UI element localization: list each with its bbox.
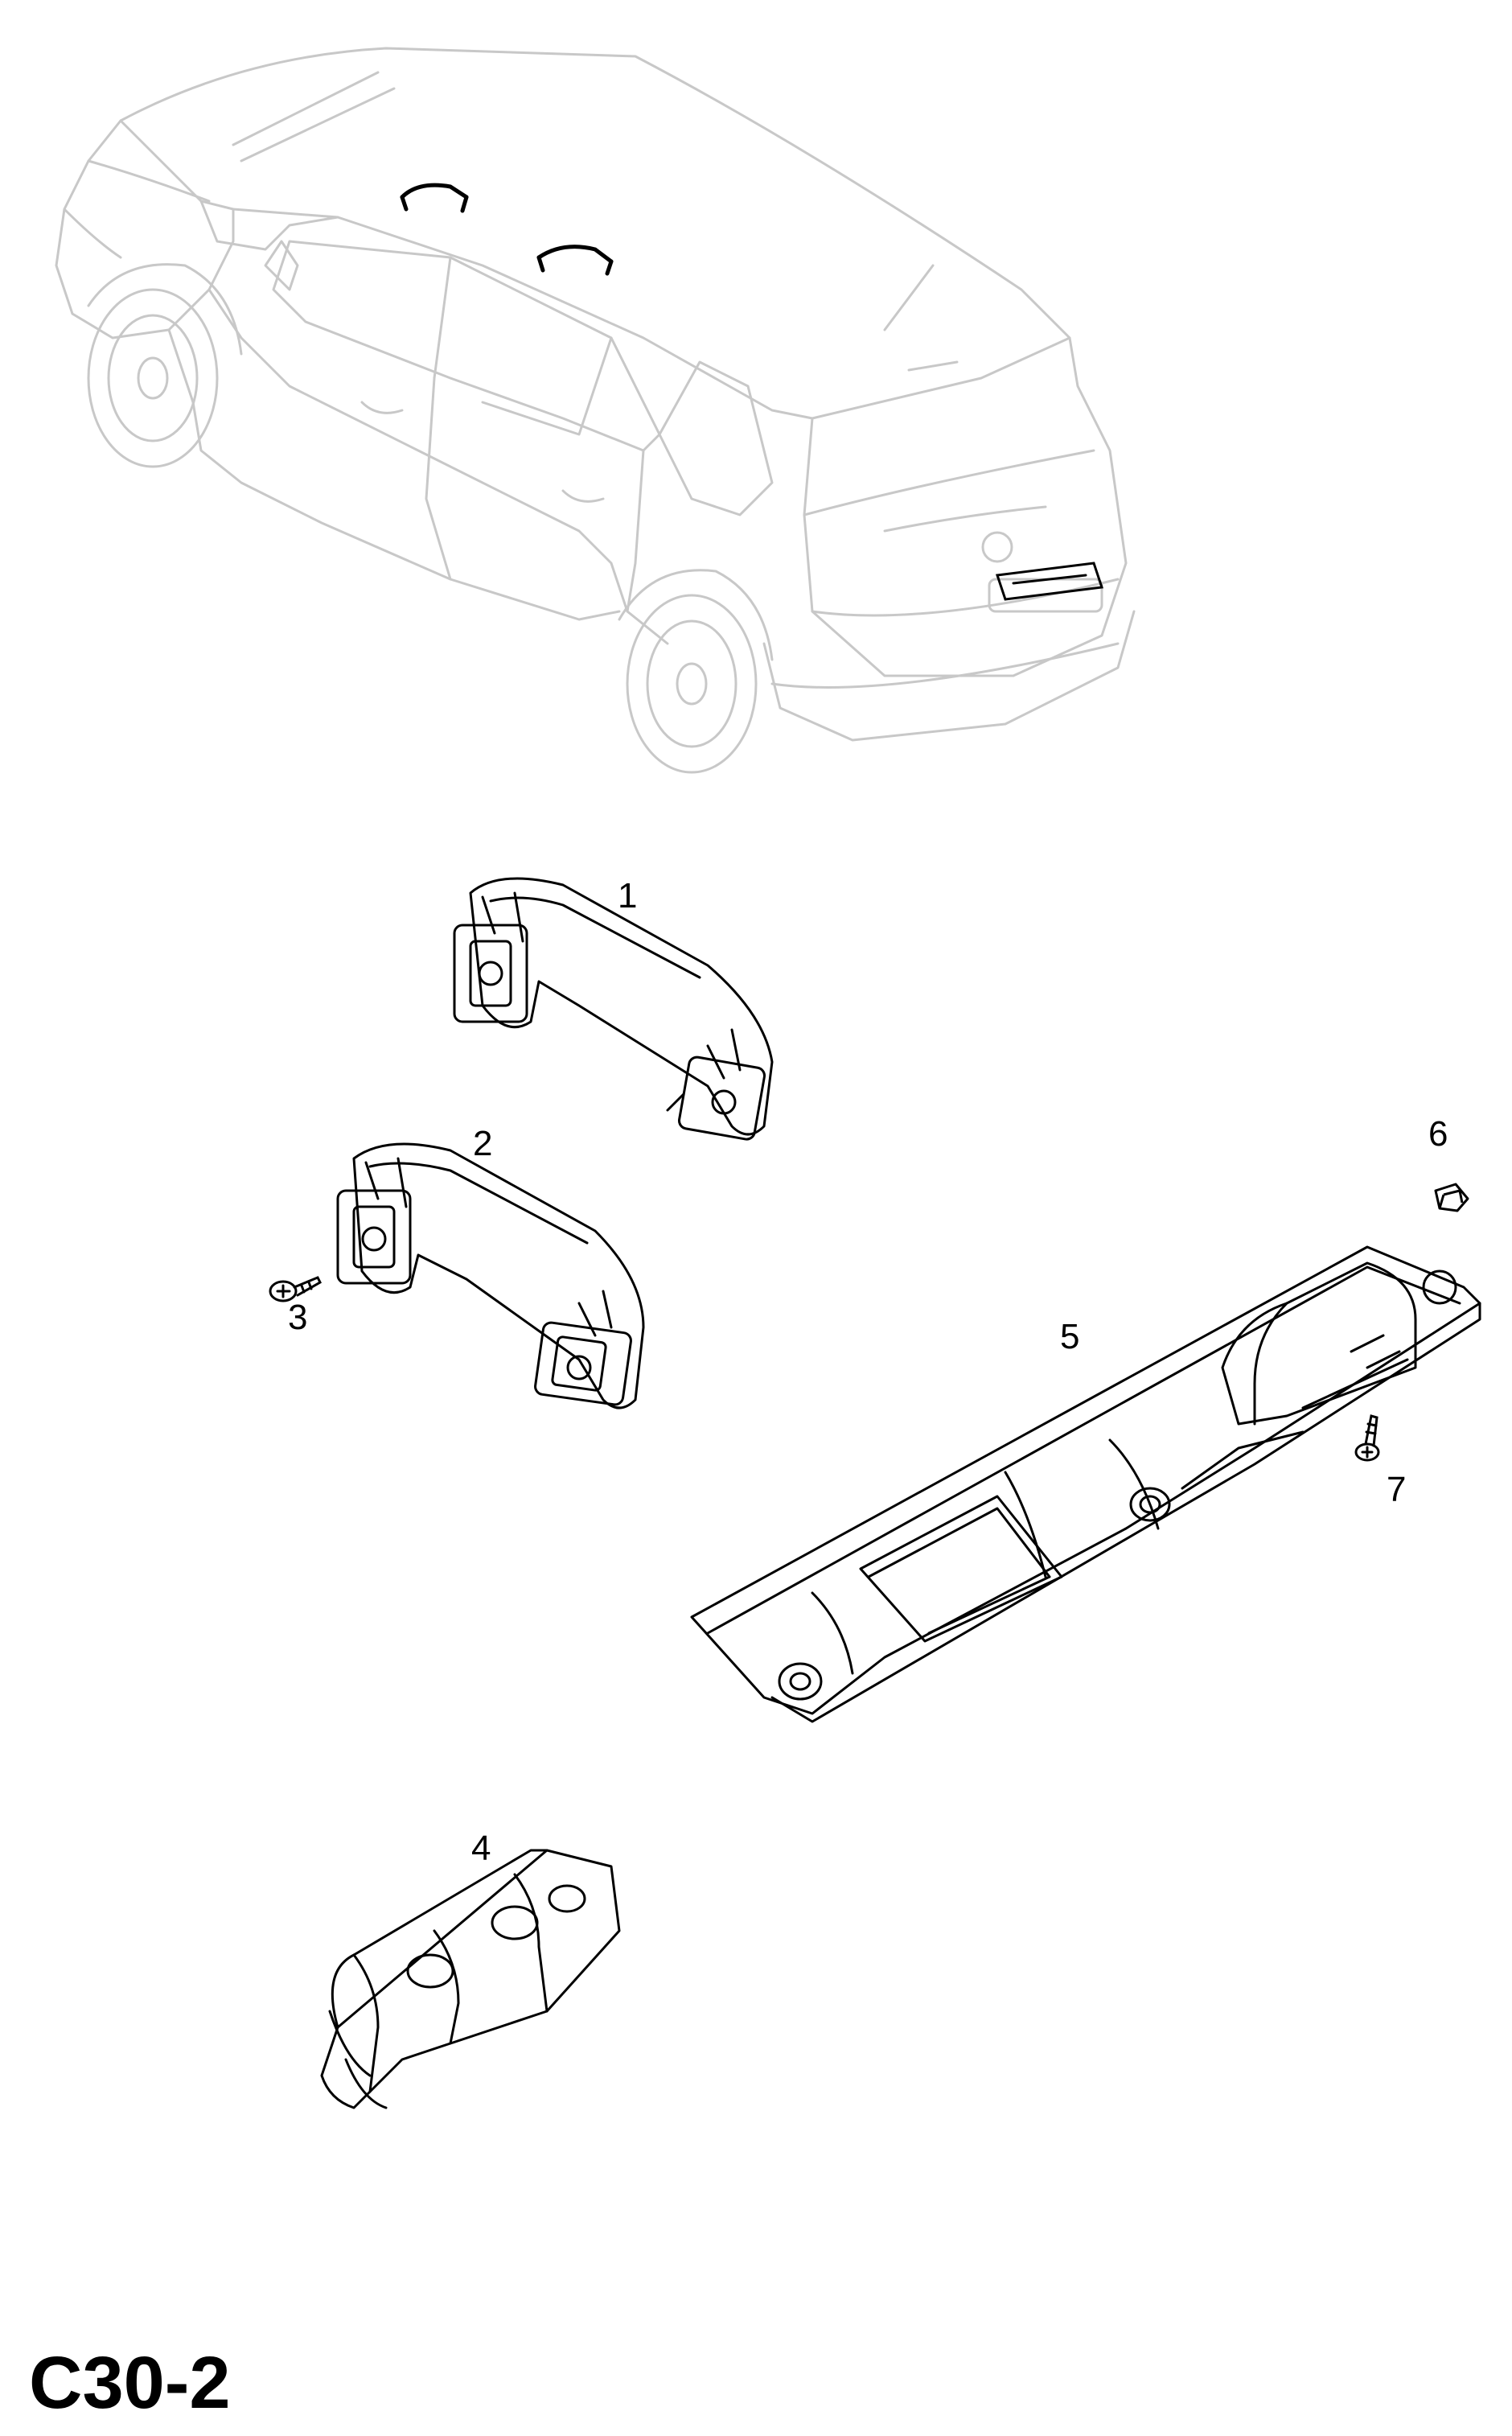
callout-4: 4 xyxy=(471,1829,491,1868)
part-7-screw xyxy=(1354,1414,1380,1462)
part-4-bracket xyxy=(320,1849,621,2109)
part-1-grab-handle xyxy=(453,877,774,1141)
vehicle-reference-drawing xyxy=(55,47,1136,774)
part-3-screw xyxy=(269,1276,322,1302)
callout-1: 1 xyxy=(618,876,638,916)
callout-7: 7 xyxy=(1387,1470,1407,1509)
vehicle-handle-locations xyxy=(400,183,1104,601)
callout-3: 3 xyxy=(288,1298,308,1337)
part-5-trim-panel xyxy=(690,1245,1481,1723)
callout-6: 6 xyxy=(1428,1114,1448,1154)
page-code: C30-2 xyxy=(29,2342,231,2424)
callout-2: 2 xyxy=(473,1124,493,1163)
part-6-clip-nut xyxy=(1434,1183,1469,1212)
part-2-grab-handle xyxy=(336,1142,645,1409)
callout-5: 5 xyxy=(1060,1317,1080,1356)
